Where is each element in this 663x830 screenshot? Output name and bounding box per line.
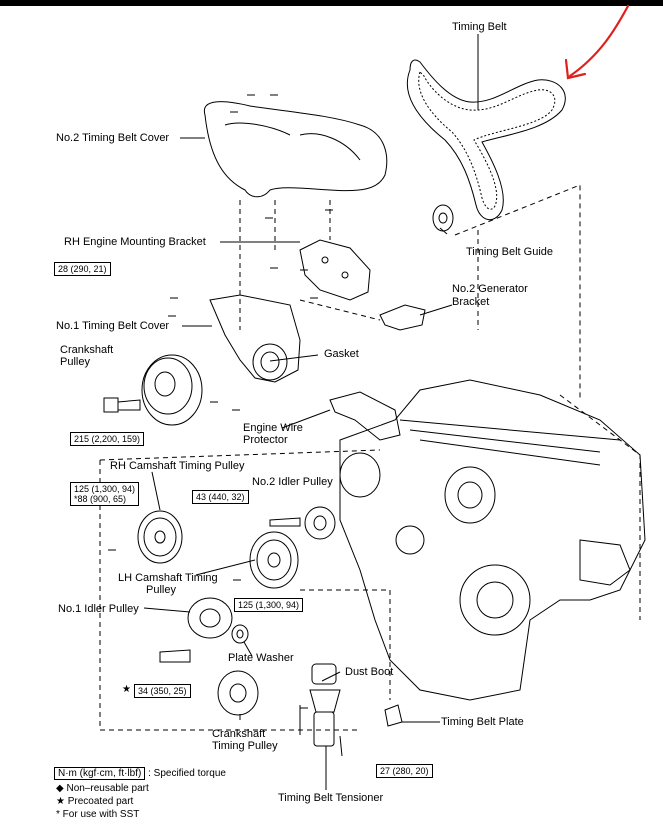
engine-block-drawing — [339, 379, 646, 701]
no2-idler-pulley-drawing — [269, 506, 336, 540]
torque-mounting-bracket: 28 (290, 21) — [54, 262, 111, 276]
rh-engine-mounting-bracket-drawing — [299, 239, 371, 301]
label-engine-wire-protector-line2: Protector — [243, 434, 288, 446]
torque-no1-idler: 34 (350, 25) — [134, 684, 191, 698]
label-no2-generator-bracket-line2: Bracket — [452, 296, 490, 308]
label-timing-belt: Timing Belt — [452, 21, 507, 33]
torque-rh-camshaft-line1: 125 (1,300, 94) — [74, 484, 136, 494]
legend-unit-box: N·m (kgf·cm, ft·lbf) — [54, 767, 146, 780]
top-border-bar — [0, 0, 663, 6]
label-no1-timing-belt-cover: No.1 Timing Belt Cover — [56, 320, 170, 332]
label-timing-belt-tensioner: Timing Belt Tensioner — [278, 792, 384, 804]
legend-sst: * For use with SST — [56, 809, 140, 820]
lh-camshaft-timing-pulley-drawing — [249, 531, 299, 589]
timing-belt-drawing — [406, 59, 566, 220]
label-no2-generator-bracket-line1: No.2 Generator — [452, 283, 528, 295]
crankshaft-pulley-drawing — [141, 354, 203, 426]
crankshaft-timing-pulley-drawing — [217, 670, 259, 716]
no1-timing-belt-cover-drawing — [209, 294, 301, 383]
label-lh-camshaft-timing-pulley-line1: LH Camshaft Timing — [118, 572, 218, 584]
bolts-drawing — [108, 94, 333, 709]
label-no2-idler-pulley: No.2 Idler Pulley — [252, 476, 333, 488]
label-timing-belt-plate: Timing Belt Plate — [441, 716, 524, 728]
torque-no2-idler: 43 (440, 32) — [192, 490, 249, 504]
torque-lh-camshaft: 125 (1,300, 94) — [234, 598, 304, 612]
crankshaft-pulley-bolt-drawing — [103, 397, 141, 413]
label-dust-boot: Dust Boot — [345, 666, 394, 678]
legend-non-reusable: ◆ Non–reusable part — [56, 783, 149, 794]
label-engine-wire-protector-line1: Engine Wire — [243, 422, 303, 434]
label-no1-idler-pulley: No.1 Idler Pulley — [58, 603, 139, 615]
no2-generator-bracket-drawing — [379, 304, 426, 331]
label-crankshaft-pulley-line2: Pulley — [60, 356, 90, 368]
label-no2-timing-belt-cover: No.2 Timing Belt Cover — [56, 132, 170, 144]
legend-unit-row: N·m (kgf·cm, ft·lbf) : Specified torque — [54, 767, 226, 780]
precoated-star-icon: ★ — [122, 684, 131, 695]
label-crankshaft-timing-pulley-line1: Crankshaft — [212, 728, 266, 740]
label-lh-camshaft-timing-pulley-line2: Pulley — [146, 584, 176, 596]
label-crankshaft-timing-pulley-line2: Timing Pulley — [212, 740, 278, 752]
engine-wire-protector-drawing — [329, 391, 401, 441]
torque-crankshaft-pulley-bolt: 215 (2,200, 159) — [70, 432, 145, 446]
label-rh-camshaft-timing-pulley: RH Camshaft Timing Pulley — [110, 460, 245, 472]
legend-unit-desc: : Specified torque — [148, 768, 226, 779]
torque-tensioner: 27 (280, 20) — [376, 764, 433, 778]
label-rh-engine-mounting-bracket: RH Engine Mounting Bracket — [64, 236, 206, 248]
timing-belt-guide-drawing — [432, 204, 454, 232]
label-leader-lines — [143, 34, 479, 790]
label-plate-washer: Plate Washer — [228, 652, 294, 664]
label-crankshaft-pulley-line1: Crankshaft — [60, 344, 114, 356]
torque-rh-camshaft-line2: *88 (900, 65) — [74, 494, 127, 504]
dashed-guide-lines — [99, 184, 641, 731]
no1-idler-pulley-drawing — [159, 597, 249, 663]
legend-precoated: ★ Precoated part — [56, 796, 134, 807]
red-annotation-arrow — [564, 4, 630, 80]
no2-timing-belt-cover-drawing — [203, 101, 388, 198]
rh-camshaft-timing-pulley-drawing — [137, 510, 183, 564]
label-gasket: Gasket — [324, 348, 359, 360]
label-timing-belt-guide: Timing Belt Guide — [466, 246, 554, 258]
torque-rh-camshaft: 125 (1,300, 94) *88 (900, 65) — [70, 482, 140, 506]
